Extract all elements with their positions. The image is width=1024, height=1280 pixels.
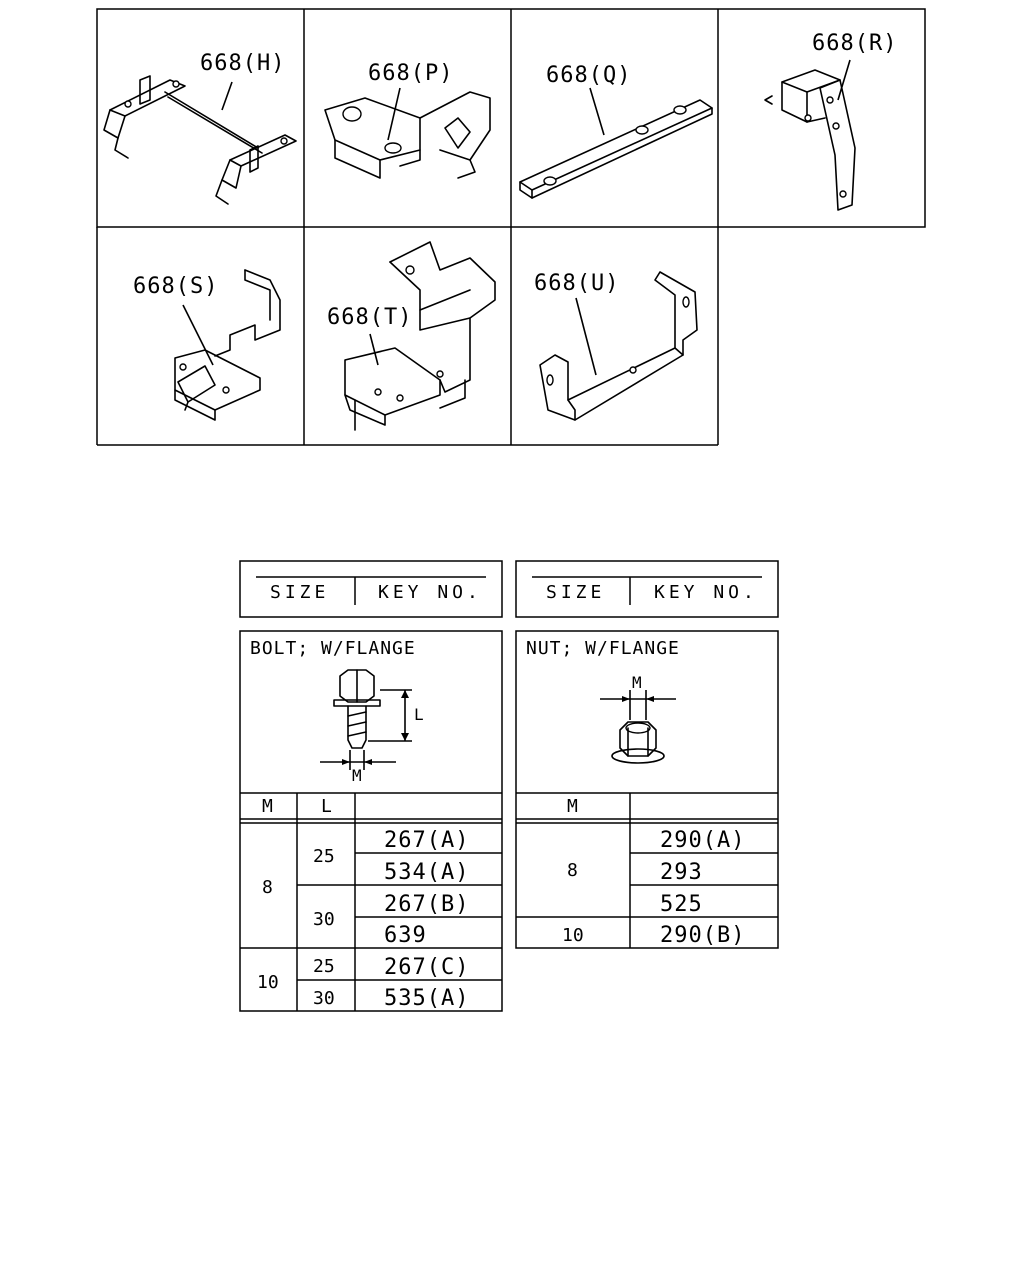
bolt-l-30: 30 bbox=[313, 909, 335, 930]
bolt-col-m: M bbox=[262, 796, 273, 817]
bolt-title: BOLT; W/FLANGE bbox=[250, 638, 416, 659]
bolt-header-size: SIZE bbox=[270, 582, 329, 603]
nut-table: SIZE KEY NO. NUT; W/FLANGE M M 8 10 290 bbox=[515, 560, 779, 949]
nut-key: 290(A) bbox=[660, 828, 745, 853]
parts-grid bbox=[96, 8, 926, 446]
bolt-m-10: 10 bbox=[257, 972, 279, 993]
bolt-key: 267(A) bbox=[384, 828, 469, 853]
part-label-s: 668(S) bbox=[133, 274, 218, 299]
bolt-key: 267(C) bbox=[384, 955, 469, 980]
nut-key: 525 bbox=[660, 892, 703, 917]
part-label-t: 668(T) bbox=[327, 305, 412, 330]
bolt-key: 535(A) bbox=[384, 986, 469, 1011]
nut-title: NUT; W/FLANGE bbox=[526, 638, 680, 659]
nut-key: 290(B) bbox=[660, 923, 745, 948]
bracket-h-drawing bbox=[103, 75, 297, 205]
bolt-key: 639 bbox=[384, 923, 427, 948]
nut-icon: M bbox=[600, 673, 676, 764]
bolt-key: 534(A) bbox=[384, 860, 469, 885]
bolt-icon: L M bbox=[320, 669, 424, 785]
bolt-m-8: 8 bbox=[262, 877, 273, 898]
nut-key: 293 bbox=[660, 860, 703, 885]
nut-header-key: KEY NO. bbox=[654, 582, 758, 603]
part-668t[interactable]: 668(T) bbox=[327, 241, 496, 431]
nut-header-size: SIZE bbox=[546, 582, 605, 603]
bracket-q-drawing bbox=[519, 99, 713, 199]
bolt-l-30: 30 bbox=[313, 988, 335, 1009]
part-label-p: 668(P) bbox=[368, 61, 453, 86]
part-668h[interactable]: 668(H) bbox=[103, 51, 297, 205]
part-668p[interactable]: 668(P) bbox=[324, 61, 491, 179]
part-668s[interactable]: 668(S) bbox=[133, 269, 281, 421]
bolt-col-l: L bbox=[321, 796, 332, 817]
part-label-r: 668(R) bbox=[812, 31, 897, 56]
bracket-u-drawing bbox=[539, 271, 698, 421]
bracket-r-drawing bbox=[764, 69, 856, 211]
part-label-q: 668(Q) bbox=[546, 63, 631, 88]
part-668u[interactable]: 668(U) bbox=[534, 271, 698, 421]
part-label-h: 668(H) bbox=[200, 51, 285, 76]
bolt-key: 267(B) bbox=[384, 892, 469, 917]
bracket-p-drawing bbox=[324, 91, 491, 179]
part-668r[interactable]: 668(R) bbox=[764, 31, 897, 211]
part-668q[interactable]: 668(Q) bbox=[519, 63, 713, 199]
bolt-dim-l: L bbox=[414, 705, 424, 724]
nut-col-m: M bbox=[567, 796, 578, 817]
bolt-l-25: 25 bbox=[313, 956, 335, 977]
bracket-s-drawing bbox=[174, 269, 281, 421]
bolt-l-25: 25 bbox=[313, 846, 335, 867]
bolt-dim-m: M bbox=[352, 766, 362, 785]
nut-m-8: 8 bbox=[567, 860, 578, 881]
bolt-table: SIZE KEY NO. BOLT; W/FLANGE L M bbox=[239, 560, 503, 1012]
nut-dim-m: M bbox=[632, 673, 642, 692]
bolt-header-key: KEY NO. bbox=[378, 582, 482, 603]
nut-m-10: 10 bbox=[562, 925, 584, 946]
bracket-t-drawing bbox=[344, 241, 496, 431]
part-label-u: 668(U) bbox=[534, 271, 619, 296]
